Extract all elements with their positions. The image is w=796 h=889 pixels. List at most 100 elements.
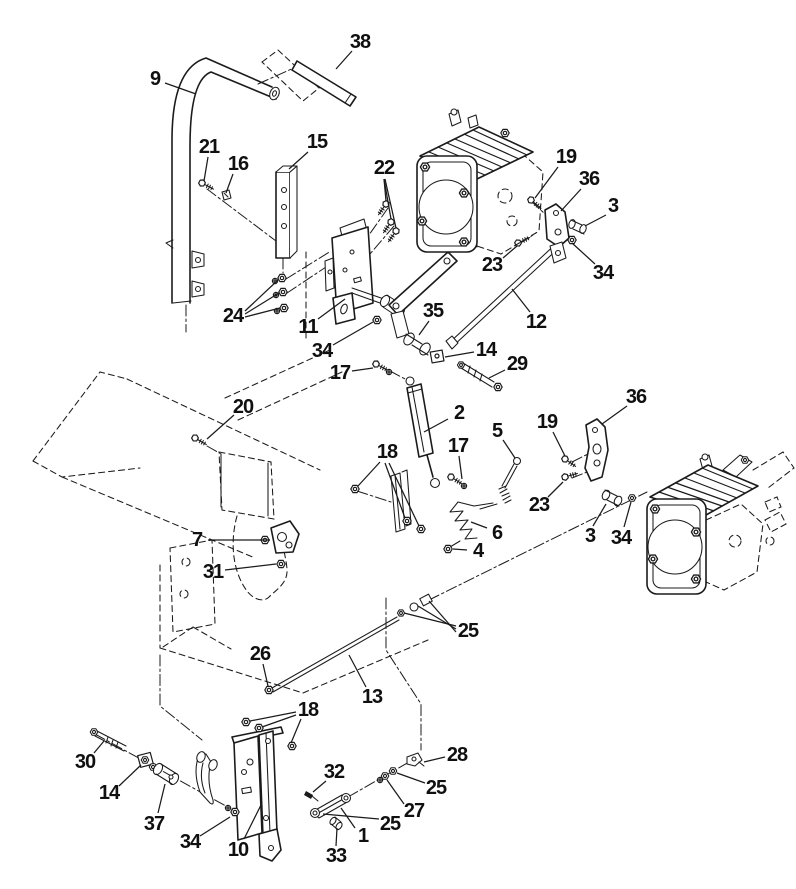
pivot-7-assembly	[260, 520, 300, 569]
leader-line	[288, 151, 309, 170]
pedal-arm	[195, 751, 218, 805]
leader-line	[357, 461, 381, 487]
control-rod-12	[445, 240, 563, 350]
pedal-bracket-assembly	[89, 726, 425, 862]
bolt-20	[190, 433, 209, 449]
leader-line	[534, 166, 559, 199]
part-number-label: 34	[180, 831, 202, 853]
leader-line	[384, 178, 397, 229]
spacer-37	[152, 762, 180, 786]
callout-36-24: 36	[601, 386, 648, 425]
leader-line	[571, 242, 596, 265]
part-number-label: 3	[608, 195, 619, 217]
bolt-17-upper	[371, 359, 393, 376]
part-number-label: 18	[298, 699, 319, 721]
callout-2-20: 2	[423, 402, 466, 433]
part-number-label: 34	[593, 262, 615, 284]
callout-10-40: 10	[228, 804, 262, 861]
leader-line	[224, 563, 277, 571]
callout-34-39: 34	[180, 816, 231, 853]
pivot-stub-3-upper	[568, 219, 587, 235]
callout-19-6: 19	[534, 146, 578, 199]
callout-23-26: 23	[529, 481, 564, 516]
leader-line	[383, 178, 392, 220]
bolt-21	[197, 178, 216, 193]
part-number-label: 19	[537, 411, 558, 433]
screw-32	[304, 791, 319, 802]
leader-line	[552, 431, 566, 457]
joint-14-lower	[137, 751, 158, 771]
part-number-label: 13	[362, 686, 383, 708]
callout-16-3: 16	[225, 153, 250, 194]
callout-15-4: 15	[288, 131, 329, 170]
part-number-label: 5	[492, 420, 503, 442]
nut-31	[276, 559, 286, 569]
callout-36-7: 36	[560, 168, 601, 212]
callout-24-11: 24	[223, 279, 281, 327]
mount-bar-bracket	[275, 165, 298, 259]
part-number-label: 18	[377, 441, 398, 463]
leader-line	[560, 188, 582, 212]
pump-bracket-36-upper	[513, 194, 587, 264]
pin-33	[329, 816, 343, 831]
leader-line	[243, 804, 262, 840]
leader-line	[452, 548, 468, 551]
callout-34-10: 34	[571, 242, 616, 284]
part-number-label: 35	[423, 300, 444, 322]
part-number-label: 36	[626, 386, 647, 408]
leader-line	[225, 173, 234, 194]
leader-line	[290, 718, 302, 744]
adjuster-threads	[498, 485, 512, 504]
screw-19-lower	[560, 453, 579, 470]
frame-plate-phantom	[169, 539, 216, 633]
part-number-label: 4	[473, 540, 485, 562]
part-number-label: 7	[192, 529, 203, 551]
leader-line	[262, 663, 269, 687]
pump-bracket-36-lower	[584, 418, 637, 507]
rollbar-handle	[165, 57, 280, 304]
leader-line	[340, 807, 356, 829]
part-number-label: 12	[526, 311, 547, 333]
callout-1-42: 1	[340, 807, 370, 847]
callout-32-41: 32	[312, 761, 346, 793]
part-number-label: 11	[298, 316, 318, 338]
part-number-label: 19	[556, 146, 577, 168]
leader-line	[244, 279, 279, 312]
nut-34-bottom	[230, 807, 240, 817]
nut-34-upper	[567, 235, 577, 245]
jam-nut-25	[396, 609, 406, 617]
damper-2	[405, 376, 441, 489]
leader-line	[335, 827, 338, 847]
callout-29-17: 29	[488, 353, 529, 379]
spring-link-assembly	[443, 456, 522, 554]
part-number-label: 14	[99, 782, 121, 804]
part-number-label: 1	[358, 825, 369, 847]
bellcrank-1	[309, 792, 352, 819]
callout-21-2: 21	[199, 136, 221, 182]
leader-line	[261, 714, 297, 728]
part-number-label: 30	[75, 751, 96, 773]
leader-line	[502, 245, 518, 259]
part-number-label: 37	[144, 813, 165, 835]
part-number-label: 22	[374, 157, 395, 179]
leader-line	[386, 779, 405, 805]
leader-line	[418, 320, 430, 336]
leader-line	[335, 50, 353, 70]
callout-4-28: 4	[452, 540, 486, 562]
rod-end-25	[419, 593, 433, 607]
part-number-label: 36	[579, 168, 600, 190]
leader-line	[423, 418, 449, 433]
part-number-label: 16	[228, 153, 249, 175]
part-number-label: 34	[312, 340, 334, 362]
pivot-plate-11-assembly	[324, 218, 563, 364]
bracket-10	[231, 726, 284, 862]
leader-line	[199, 816, 231, 837]
joint-14-upper	[429, 349, 445, 364]
control-rod-13	[264, 593, 433, 695]
hydraulic-pump-upper	[416, 108, 544, 255]
callout-19-23: 19	[537, 411, 566, 457]
leader-line	[488, 369, 506, 379]
part-number-label: 15	[307, 131, 328, 153]
